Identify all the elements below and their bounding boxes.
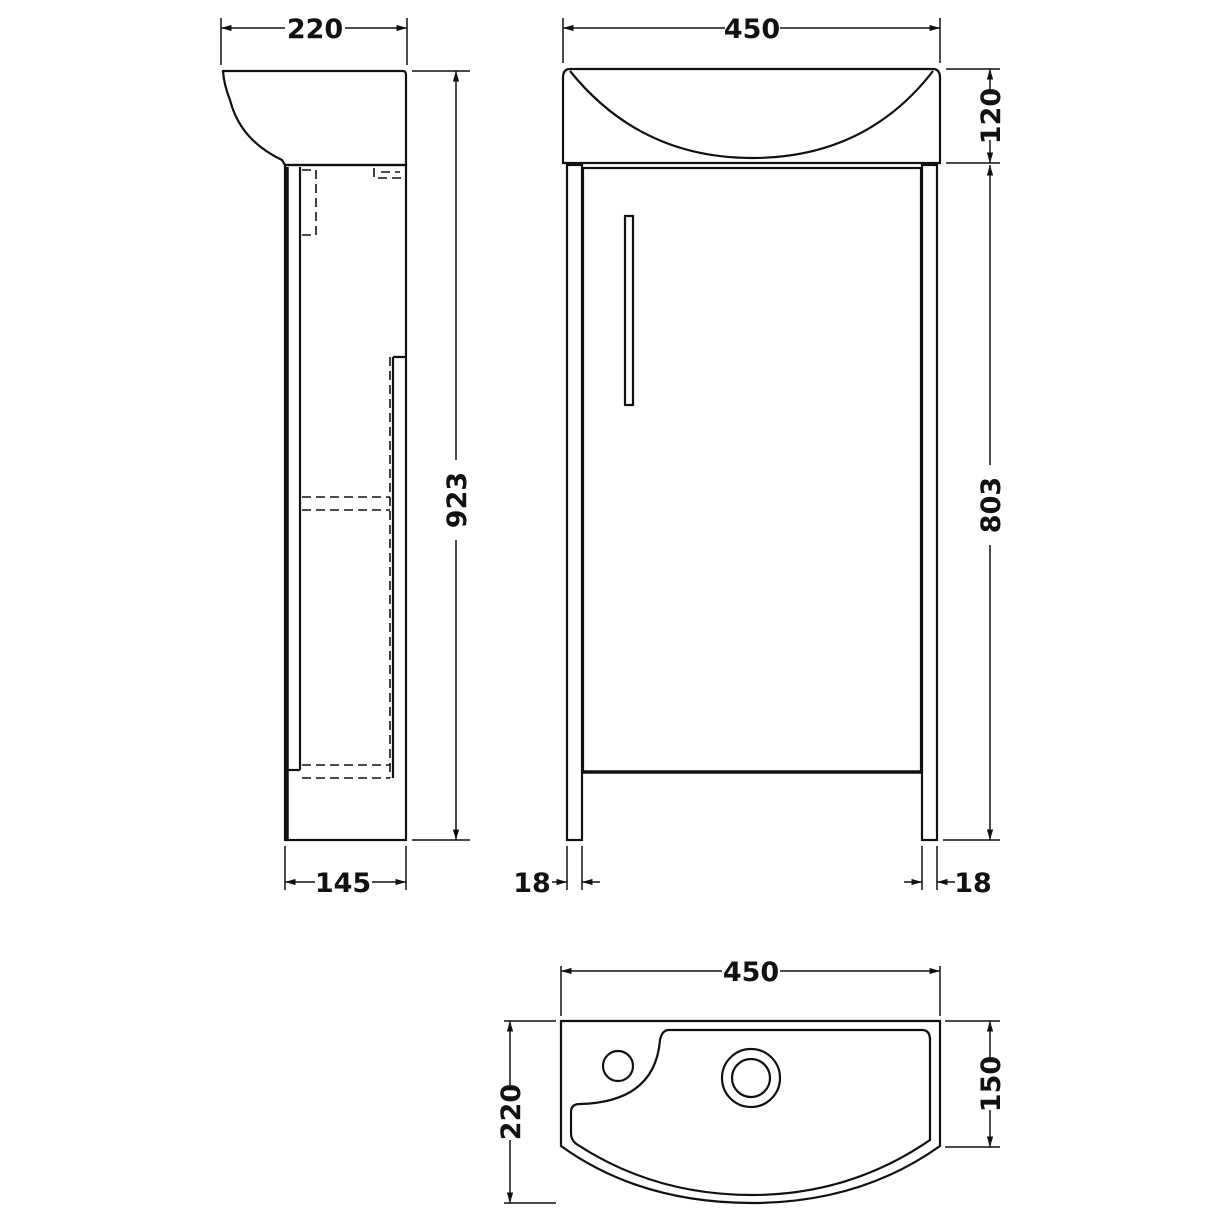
dim-label: 450 <box>723 957 779 988</box>
side-hidden-back <box>302 357 391 779</box>
dim-label: 803 <box>976 477 1007 533</box>
side-hidden-shelf <box>302 496 390 511</box>
front-basin-bowl <box>569 70 934 160</box>
dim-front-basin-height: 120 <box>946 68 1007 164</box>
dim-front-right-panel: 18 <box>904 846 992 899</box>
dim-label: 120 <box>976 88 1007 144</box>
door-handle <box>623 214 635 407</box>
waste-inner <box>730 1057 772 1099</box>
dim-front-cabinet-height: 803 <box>943 165 1007 841</box>
plan-view <box>559 1019 942 1205</box>
front-left-panel <box>565 163 584 842</box>
side-back-panel <box>391 355 406 778</box>
dim-side-cabinet-depth: 145 <box>284 846 407 899</box>
side-cabinet <box>283 163 408 842</box>
dim-label: 450 <box>724 14 780 45</box>
dim-plan-side-depth: 150 <box>945 1020 1007 1148</box>
dim-label: 220 <box>287 14 343 45</box>
front-view <box>561 67 942 842</box>
dim-plan-depth: 220 <box>496 1020 556 1204</box>
dim-label: 18 <box>954 868 992 899</box>
plan-basin-outline <box>559 1019 942 1205</box>
plan-bowl <box>569 1028 932 1197</box>
tap-hole <box>601 1049 635 1083</box>
dim-side-depth-top: 220 <box>220 14 408 65</box>
front-right-panel <box>920 163 939 842</box>
side-hidden-upper <box>302 169 317 236</box>
side-view <box>221 69 408 842</box>
dim-side-total-height: 923 <box>412 70 473 841</box>
waste-outer <box>720 1047 782 1109</box>
side-hidden-bracket <box>373 168 406 179</box>
dim-plan-width: 450 <box>560 957 941 1016</box>
dim-front-left-panel: 18 <box>513 846 600 899</box>
dim-label: 18 <box>513 868 551 899</box>
dim-front-width: 450 <box>562 14 941 63</box>
dim-label: 150 <box>976 1056 1007 1112</box>
side-basin <box>221 69 408 167</box>
front-basin <box>561 67 942 165</box>
dim-label: 145 <box>315 868 371 899</box>
dim-label: 220 <box>496 1084 527 1140</box>
dim-label: 923 <box>442 472 473 528</box>
